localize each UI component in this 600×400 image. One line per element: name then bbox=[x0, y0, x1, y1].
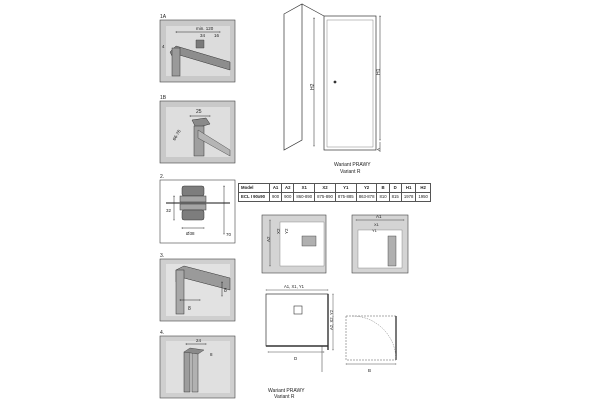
step-4-panel: 4. 24 8 bbox=[159, 330, 236, 399]
dim-1b-width: 25 bbox=[196, 109, 202, 115]
step-3-label: 3. bbox=[160, 253, 164, 259]
elevation-drawing: H2 H1 A Wariant PRAWY Variant R bbox=[283, 3, 382, 175]
spec-table: Model A1 A2 X1 X2 Y1 Y2 B D H1 H2 ECL I … bbox=[238, 183, 431, 202]
spec-header-cell: B bbox=[376, 183, 390, 193]
dim-3-w: 8 bbox=[188, 306, 191, 312]
step-1a-label: 1A bbox=[160, 14, 167, 20]
spec-header-cell: H2 bbox=[415, 183, 431, 193]
plan-caption-pl: Wariant PRAWY bbox=[268, 388, 305, 394]
spec-cell: 900 bbox=[281, 191, 295, 202]
plan-view: A1, X1, Y1 A2, X2, Y2 D Wariant PRAWY Va… bbox=[265, 284, 334, 400]
spec-cell: 863-878 bbox=[355, 191, 378, 202]
elev-caption-pl: Wariant PRAWY bbox=[334, 162, 371, 168]
spec-header-cell: H1 bbox=[400, 183, 417, 193]
spec-header-cell: A2 bbox=[281, 183, 295, 193]
plan-side-label: A2, X2, Y2 bbox=[329, 309, 334, 330]
step-3-panel: 3. 8 8 bbox=[159, 253, 236, 322]
plan-caption-en: Variant R bbox=[274, 394, 295, 400]
spec-header-cell: X2 bbox=[314, 183, 336, 193]
plan-b-label: B bbox=[368, 368, 371, 373]
elev-a-label: A bbox=[376, 148, 381, 151]
plan-d-label: D bbox=[294, 356, 298, 361]
spec-cell: ECL I 90x90 bbox=[238, 191, 270, 202]
spec-cell: 1978 bbox=[400, 191, 417, 202]
spec-cell: 860-890 bbox=[293, 191, 316, 202]
detail-right: A1 X1 Y1 bbox=[351, 214, 409, 274]
spec-header-cell: A1 bbox=[268, 183, 283, 193]
spec-cell: 815 bbox=[388, 191, 402, 202]
step-1a-panel: 1A min. 120 34 16 4 bbox=[159, 14, 236, 83]
step-4-label: 4. bbox=[160, 330, 164, 336]
dim-1b-range: 66-76 bbox=[172, 128, 182, 141]
elev-caption-en: Variant R bbox=[340, 169, 361, 175]
dim-3-h: 8 bbox=[224, 288, 227, 294]
detail-left: A2 X2 Y2 bbox=[261, 214, 327, 274]
spec-cell: 875-885 bbox=[334, 191, 357, 202]
dim-1a-b: 16 bbox=[214, 33, 220, 38]
detail-x1-label: X1 bbox=[374, 222, 380, 227]
spec-cell: 1950 bbox=[415, 191, 431, 202]
step-1b-label: 1B bbox=[160, 95, 167, 101]
step-1b-panel: 1B 25 66-76 bbox=[159, 95, 236, 164]
detail-x2-label: X2 bbox=[276, 228, 281, 234]
detail-a2-label: A2 bbox=[266, 236, 271, 242]
table-row: ECL I 90x90 900 900 860-890 875-890 875-… bbox=[238, 191, 431, 202]
dim-2-dia: Ø38 bbox=[186, 231, 195, 236]
dim-1a-width: min. 120 bbox=[196, 26, 214, 31]
spec-cell: 810 bbox=[376, 191, 390, 202]
dim-1a-a: 34 bbox=[200, 33, 206, 38]
spec-cell: 875-890 bbox=[314, 191, 336, 202]
spec-header-cell: X1 bbox=[293, 183, 316, 193]
spec-header-cell: Y2 bbox=[355, 183, 378, 193]
detail-y2-label: Y2 bbox=[284, 228, 289, 234]
step-2-label: 2. bbox=[160, 174, 164, 180]
dim-1a-c: 4 bbox=[162, 44, 165, 49]
dim-4-w: 24 bbox=[196, 338, 202, 343]
spec-header-cell: Model bbox=[238, 183, 270, 193]
door-swing-plan: B bbox=[345, 315, 397, 373]
spec-header-cell: Y1 bbox=[334, 183, 357, 193]
dim-4-h: 8 bbox=[210, 352, 213, 357]
dim-2-height: 32 bbox=[166, 208, 172, 213]
spec-header-cell: D bbox=[388, 183, 402, 193]
elev-h1-label: H1 bbox=[376, 68, 382, 75]
plan-top-label: A1, X1, Y1 bbox=[284, 284, 305, 289]
step-2-panel: 2. 32 Ø38 70 bbox=[159, 174, 236, 244]
dim-2-side: 70 bbox=[226, 232, 232, 237]
spec-cell: 900 bbox=[268, 191, 283, 202]
detail-y1-label: Y1 bbox=[372, 228, 378, 233]
detail-a1-label: A1 bbox=[376, 214, 382, 219]
spec-table-header-row: Model A1 A2 X1 X2 Y1 Y2 B D H1 H2 bbox=[238, 183, 431, 193]
elev-h2-label: H2 bbox=[310, 83, 316, 90]
